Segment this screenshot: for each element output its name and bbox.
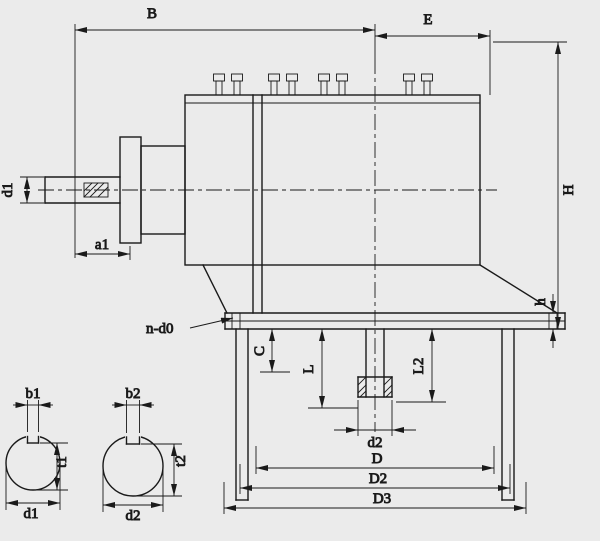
dim-label-D2: D2: [369, 471, 387, 487]
dim-b2: b2: [112, 386, 154, 433]
dim-label-L: L: [301, 364, 317, 373]
shaft-section-d2: b2 t2 d2: [102, 386, 189, 524]
gearbox-body: [184, 94, 481, 314]
dim-C: C: [252, 329, 290, 373]
dim-label-E: E: [423, 12, 432, 28]
dim-label-b1: b1: [26, 386, 41, 402]
dim-label-n-d0: n-d0: [146, 321, 174, 337]
support-skirt: [235, 328, 515, 501]
dim-label-H: H: [561, 184, 577, 195]
dim-label-d1-section: d1: [24, 506, 39, 522]
base-transition-cone: [202, 264, 558, 314]
dim-D3: D3: [223, 482, 527, 514]
dim-d2-section: d2: [102, 468, 164, 524]
dim-d1-section: d1: [5, 465, 61, 522]
dim-d2-output: d2: [334, 400, 416, 451]
dim-D2: D2: [239, 464, 511, 494]
dim-h: h: [533, 294, 556, 348]
dim-label-C: C: [252, 346, 268, 356]
dim-d1-input: d1: [0, 176, 44, 204]
dim-label-d2-section: d2: [126, 508, 141, 524]
dim-L2: L2: [396, 329, 446, 403]
dim-label-h: h: [533, 298, 549, 306]
callout-n-d0: n-d0: [146, 317, 234, 337]
dim-H: H: [493, 41, 577, 329]
dim-label-d2-output: d2: [368, 435, 383, 451]
dim-t1: t1: [35, 442, 70, 491]
dim-label-B: B: [147, 6, 157, 22]
shaft-section-d1: b1 t1 d1: [5, 386, 70, 522]
dim-L: L: [301, 329, 358, 409]
dim-b1: b1: [13, 386, 53, 432]
dim-label-b2: b2: [126, 386, 141, 402]
center-lines: [38, 58, 497, 432]
dim-label-t2: t2: [173, 455, 189, 467]
dim-D: D: [255, 446, 495, 474]
top-bolts: [213, 73, 433, 96]
dim-label-D3: D3: [373, 491, 391, 507]
dim-label-t1: t1: [54, 456, 70, 468]
dim-label-d1-input: d1: [0, 183, 16, 198]
dim-label-a1: a1: [95, 237, 109, 253]
dim-t2: t2: [137, 443, 189, 497]
dim-a1: a1: [75, 237, 131, 260]
shaft-hatch: [357, 376, 393, 398]
base-plate: [224, 312, 566, 330]
dim-B: B: [74, 6, 376, 258]
output-shaft: [357, 328, 393, 398]
dim-label-D: D: [372, 451, 383, 467]
dim-E: E: [375, 12, 491, 95]
dim-label-L2: L2: [411, 358, 427, 375]
